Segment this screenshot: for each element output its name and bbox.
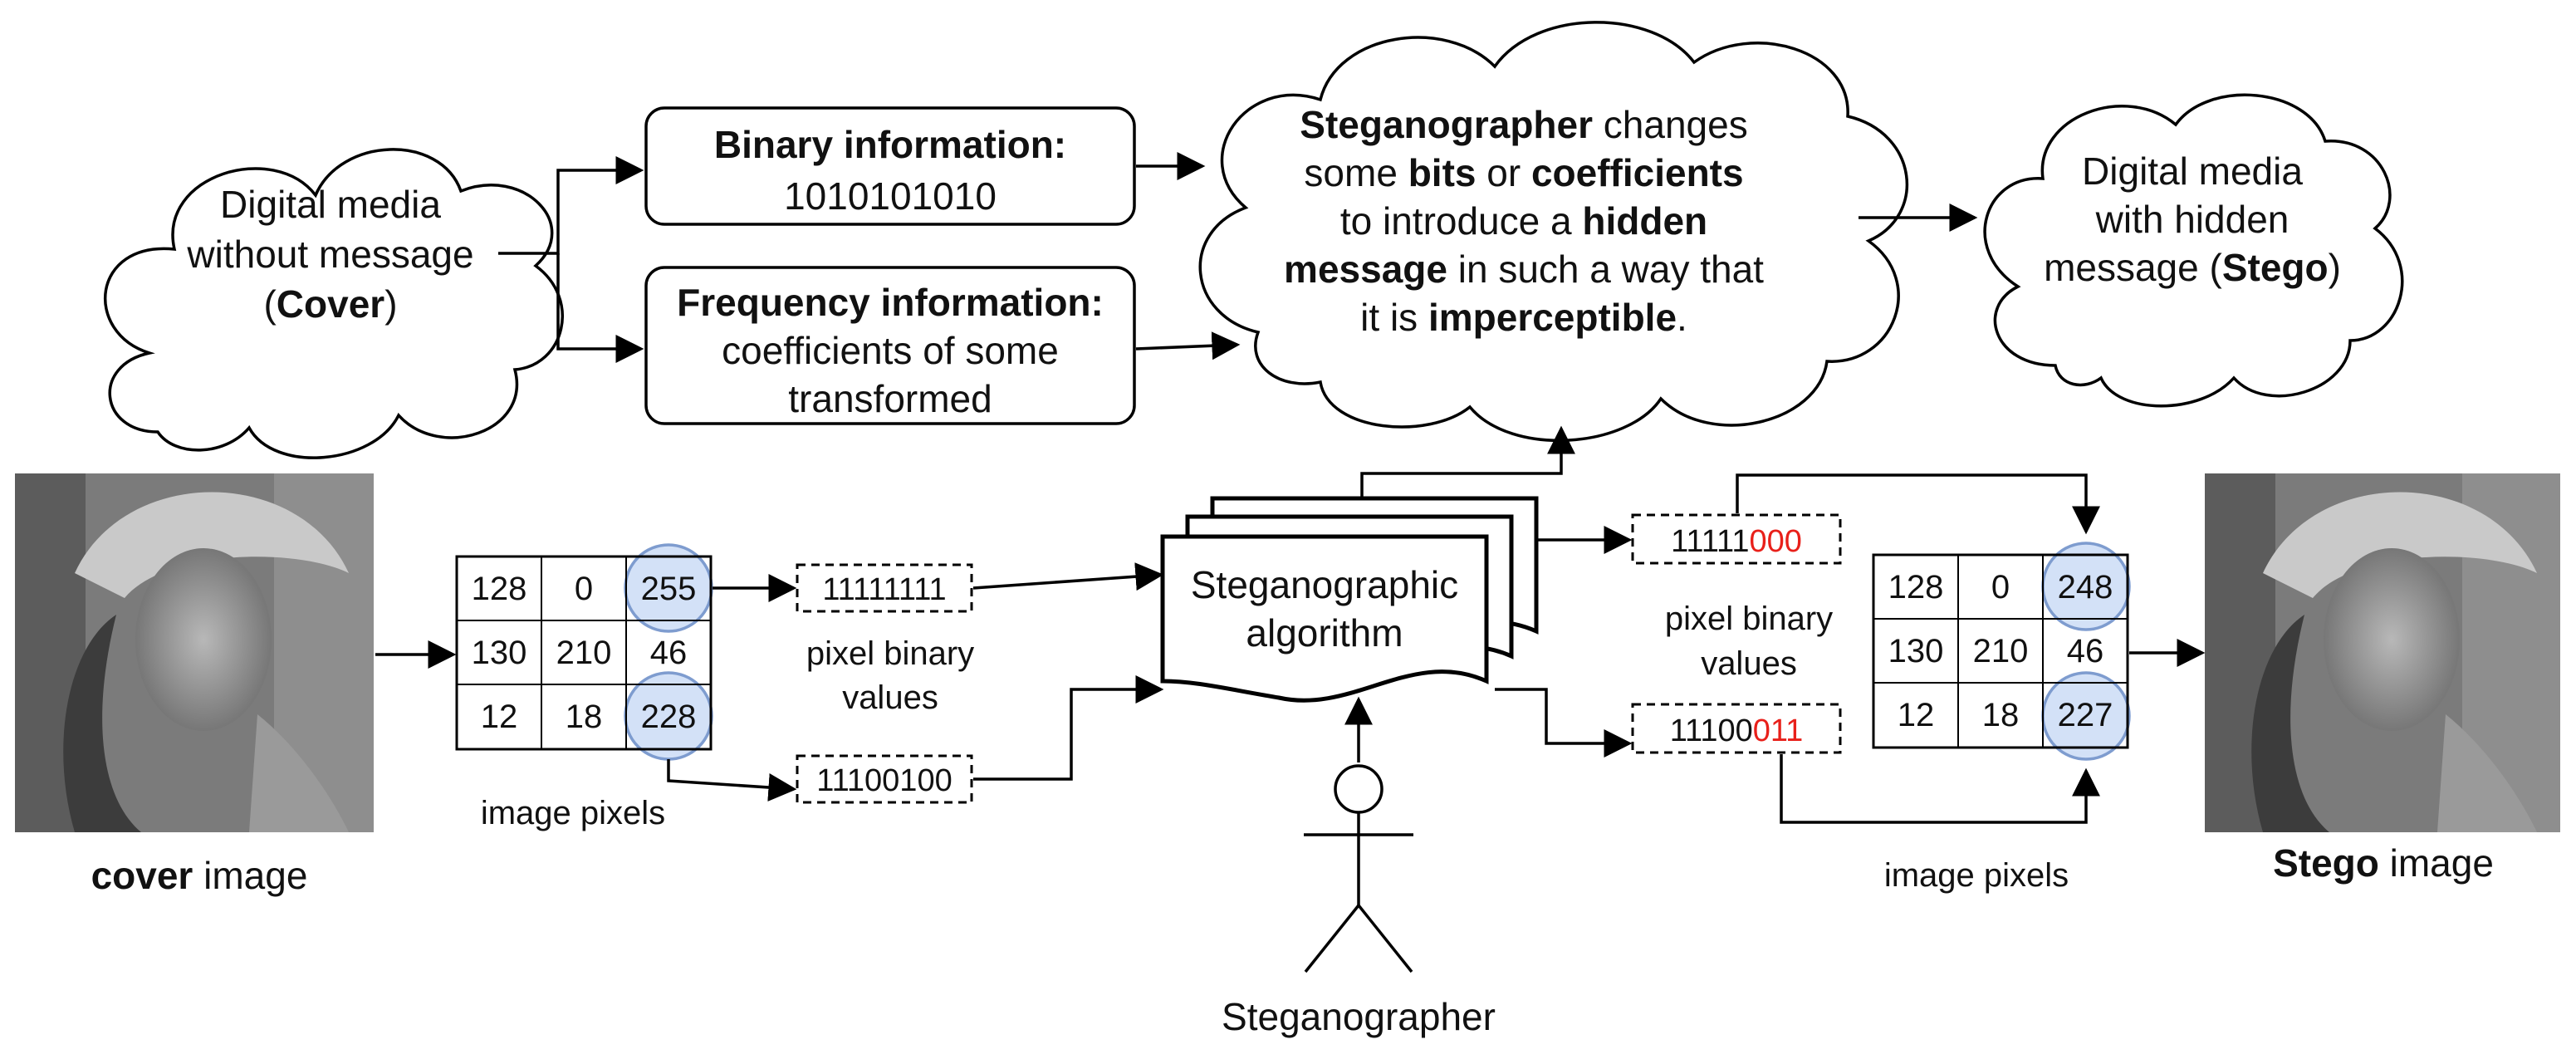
frequency-info-line1: coefficients of some [722,329,1059,372]
cover-cell: 46 [650,635,688,671]
cover-cloud-line2: without message [186,233,473,276]
stego-cell: 0 [1991,569,2010,606]
stego-image [2205,473,2560,832]
cover-cell: 130 [472,635,527,671]
cover-cell: 18 [566,699,603,735]
cover-grid-label: image pixels [481,795,665,831]
cover-pixel-grid: 128 0 255 130 210 46 12 18 228 [455,543,713,761]
frequency-info-line2: transformed [788,377,992,420]
stego-cell: 46 [2067,633,2104,669]
cover-cloud: Digital media without message (Cover) [103,148,564,459]
cover-bits-label-line1: pixel binary [806,635,974,672]
stego-cell: 227 [2058,697,2113,733]
stego-bits-top: 11111000 [1631,513,1842,565]
steg-cloud-line2: some bits or coefficients [1304,151,1743,194]
cover-cell: 210 [556,635,612,671]
cover-cell: 0 [575,571,593,607]
stego-cell: 130 [1888,633,1944,669]
stego-bottom-bits-to-grid-arrow [1780,754,2100,824]
stego-bits-top-changed: 000 [1749,524,1801,559]
stego-cell: 12 [1898,697,1935,733]
stego-bits-bottom-changed: 011 [1753,713,1804,748]
binary-information-box: Binary information: 1010101010 [644,106,1136,226]
actor-head [1334,764,1383,814]
stego-cell: 128 [1888,569,1944,606]
stego-bits-bottom: 11100011 [1631,703,1842,754]
bits-top-to-algorithm-arrow [972,562,1164,591]
cover-bottom-to-bits-arrow [667,759,797,802]
stego-bits-label-line2: values [1701,645,1797,682]
stego-cell: 18 [1982,697,2020,733]
stego-cloud: Digital media with hidden message (Stego… [1983,93,2404,408]
algorithm-to-stego-bottom-bits-arrow [1495,688,1633,758]
steg-cloud-line4: message in such a way that [1284,248,1764,291]
cover-cell: 12 [481,699,518,735]
cover-bits-label-line2: values [842,679,938,716]
steg-cloud-line3: to introduce a hidden [1340,199,1707,243]
cover-cell: 228 [641,699,697,735]
cover-bits-bottom: 11100100 [796,754,973,804]
cover-image [15,473,374,832]
algorithm-to-cloud-arrow [1360,425,1575,497]
top-connectors [498,152,1978,363]
frequency-information-box: Frequency information: coefficients of s… [644,266,1136,425]
actor-label: Steganographer [1222,995,1496,1038]
stego-pixel-grid: 128 0 248 130 210 46 12 18 227 [1872,542,2131,761]
cover-cloud-line1: Digital media [220,183,441,226]
algorithm-line1: Steganographic [1191,563,1458,606]
steganographic-algorithm: Steganographic algorithm [1160,496,1539,703]
steg-cloud-line1: Steganographer changes [1300,103,1747,146]
cover-bits-bottom-value: 11100100 [816,763,952,798]
binary-info-value: 1010101010 [784,174,997,218]
stego-bits-top-value: 11111000 [1671,524,1802,559]
steganographer-cloud: Steganographer changes some bits or coef… [1198,21,1908,443]
stego-cell: 248 [2058,569,2113,606]
cover-bits-top: 11111111 [796,563,973,613]
binary-info-title: Binary information: [714,123,1066,166]
stego-bits-bottom-value: 11100011 [1670,713,1804,748]
stego-grid-label: image pixels [1884,857,2069,894]
algorithm-line2: algorithm [1246,611,1403,655]
stego-image-caption: Stego image [2273,841,2494,885]
actor-leg-left [1304,904,1360,973]
actor-leg-right [1357,904,1413,973]
stego-cell: 210 [1973,633,2029,669]
bits-bottom-to-algorithm-arrow [973,675,1164,781]
cover-cloud-line3: (Cover) [263,282,397,326]
cover-cell: 255 [641,571,697,607]
cover-image-caption: cover image [91,854,308,897]
stego-bits-label-line1: pixel binary [1665,601,1833,637]
stego-cloud-line2: with hidden [2095,198,2290,241]
cover-cell: 128 [472,571,527,607]
steganographer-actor [1304,696,1413,973]
cover-label-bold: Cover [277,282,384,326]
frequency-info-title: Frequency information: [677,281,1104,324]
cover-bits-top-value: 11111111 [822,572,946,607]
stego-top-bits-to-grid-arrow [1736,473,2100,535]
steg-cloud-line5: it is imperceptible. [1360,296,1687,339]
stego-cloud-line1: Digital media [2082,150,2303,193]
stego-cloud-line3: message (Stego) [2044,246,2341,289]
